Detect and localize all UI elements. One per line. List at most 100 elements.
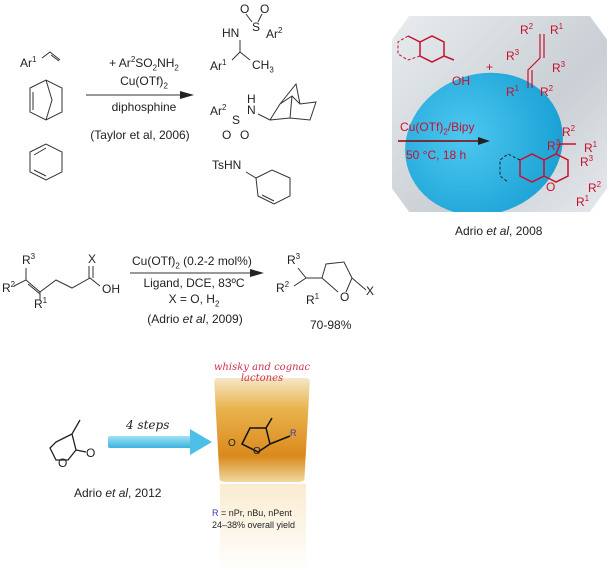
r: R	[547, 139, 556, 153]
ar2-label: Ar2	[210, 103, 226, 118]
sup: 1	[222, 58, 227, 67]
x-definition: X = O, H2	[130, 292, 258, 308]
r: R	[588, 181, 597, 195]
r: R	[576, 195, 585, 209]
hn-label: HN	[222, 26, 240, 40]
r2-label: R2	[2, 280, 16, 295]
blue-arrow	[108, 436, 192, 448]
author: Adrio	[455, 224, 487, 238]
author: Adrio	[74, 486, 106, 500]
norbornene-structure	[29, 79, 63, 121]
r: R	[506, 85, 515, 99]
etal: et al	[105, 486, 129, 500]
sub: 2	[443, 127, 448, 137]
carbonyl-oxygen: O	[86, 446, 96, 460]
banner-line2: lactones	[240, 373, 284, 384]
year: , 2008	[509, 224, 543, 238]
product1-bonds	[231, 13, 263, 61]
conditions-label: 50 °C, 18 h	[406, 148, 467, 162]
reagent-prefix: + Ar	[109, 56, 131, 70]
r: R	[562, 125, 571, 139]
plus-sign: +	[486, 60, 494, 74]
catalyst-label: Cu(OTf)2	[84, 74, 204, 90]
yield-label: 70-98%	[310, 318, 352, 332]
r: R	[276, 281, 285, 295]
r: R	[287, 253, 296, 267]
sub: 2	[175, 261, 180, 271]
author: (Adrio	[147, 312, 183, 326]
ar-text: Ar	[20, 56, 32, 70]
loading: (0.2-2 mol%)	[179, 254, 252, 268]
bipy: /Bipy	[447, 120, 475, 134]
n-label: N	[247, 103, 256, 117]
ar-sup: 1	[32, 55, 37, 64]
norbornane-structure	[257, 82, 317, 121]
o-label: O	[340, 290, 350, 304]
aryl-alkene-label: Ar1	[20, 55, 36, 70]
ligand-label: diphosphine	[111, 100, 177, 114]
ar1-label: Ar1	[210, 58, 226, 73]
x-label: X	[88, 252, 97, 266]
citation-taylor: (Taylor et al, 2006)	[90, 128, 190, 142]
r1-label: R1	[550, 22, 564, 37]
etal: et al	[486, 224, 510, 238]
reaction-arrow	[86, 91, 194, 99]
r: R	[540, 85, 549, 99]
glass-reflection	[220, 484, 306, 572]
r1-label: R1	[34, 296, 48, 311]
sub: 2	[174, 63, 179, 73]
sub: 2	[214, 299, 220, 309]
cyclohexenyl-structure	[245, 169, 291, 205]
r2-label: R2	[562, 124, 576, 139]
cat: Cu(OTf)	[120, 74, 164, 88]
reaction-arrow	[130, 269, 264, 277]
r: R	[212, 508, 219, 518]
r3-label: R3	[547, 138, 561, 153]
r3-label: R3	[552, 60, 566, 75]
r: R	[552, 61, 561, 75]
sub: 2	[163, 81, 168, 91]
r: R	[506, 49, 515, 63]
chromane-structure	[499, 143, 576, 183]
r: R	[34, 297, 43, 311]
ar2-label: Ar2	[266, 26, 282, 41]
oh-label: OH	[452, 74, 470, 88]
r: R	[584, 141, 593, 155]
sub: 3	[269, 65, 274, 75]
ar: Ar	[210, 104, 222, 118]
catalyst-label: Cu(OTf)2 (0.2-2 mol%)	[132, 254, 252, 270]
r2-label: R2	[588, 180, 602, 195]
steps-label: 4 steps	[126, 418, 170, 432]
ar: Ar	[266, 27, 278, 41]
lactone-structure	[293, 261, 367, 293]
oxygen-label: O	[260, 2, 270, 16]
sulfur-label: S	[232, 113, 241, 127]
year: , 2012	[128, 486, 162, 500]
x-def: X = O, H	[168, 292, 215, 306]
r2-label: R2	[540, 84, 554, 99]
r-definition: R = nPr, nBu, nPent	[212, 508, 292, 518]
blue-arrow-head	[190, 429, 212, 455]
scheme-chromane-photo	[392, 16, 607, 212]
carbonyl-oxygen: O	[228, 438, 236, 449]
r3-label: R3	[506, 48, 520, 63]
etal: et al	[182, 312, 206, 326]
year: , 2009)	[205, 312, 243, 326]
r: R	[306, 293, 315, 307]
reaction-arrow	[398, 137, 490, 145]
ring-oxygen: O	[253, 446, 261, 457]
o-label: O	[546, 180, 556, 194]
oh-label: OH	[102, 282, 120, 296]
r2-label: R2	[520, 22, 534, 37]
x-label: X	[366, 284, 375, 298]
whisky-lactone-structure	[240, 417, 291, 453]
methyl-lactone-structure	[49, 419, 87, 461]
vinyl-bond	[41, 51, 61, 62]
ring-oxygen: O	[58, 456, 68, 470]
oxygen-label: O	[240, 2, 250, 16]
r1-label: R1	[506, 84, 520, 99]
r: R	[580, 155, 589, 169]
ch3-label: CH3	[252, 58, 274, 74]
r1-label: R1	[576, 194, 590, 209]
